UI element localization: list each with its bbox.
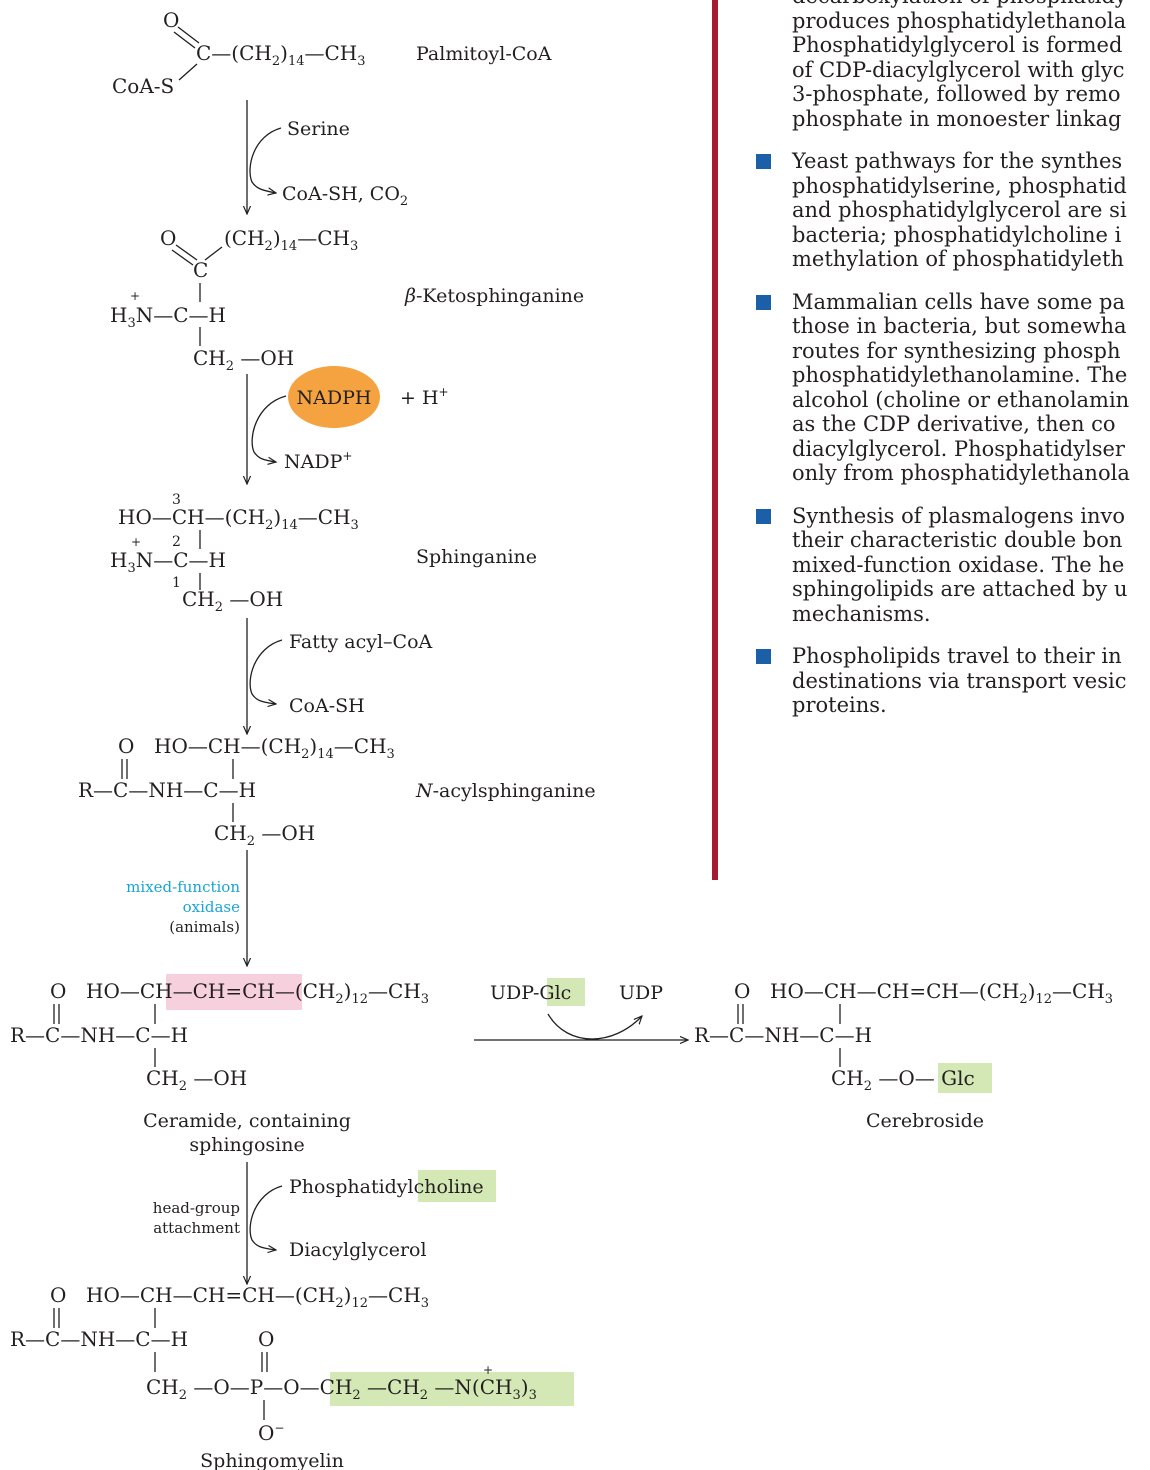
step3-product: CoA-SH [289, 695, 365, 717]
svg-text:HO—CH—CH=CH—(CH2)12—CH3: HO—CH—CH=CH—(CH2)12—CH3 [86, 1283, 429, 1311]
step4-enzyme-line2: oxidase [183, 898, 241, 916]
svg-text:CH2 —O—P—O—CH2 —CH2 —N(CH3)3: CH2 —O—P—O—CH2 —CH2 —N(CH3)3 [146, 1375, 537, 1403]
svg-text:C: C [193, 258, 208, 282]
step5-product: Diacylglycerol [289, 1239, 427, 1261]
svg-text:CH2 —OH: CH2 —OH [193, 346, 294, 374]
svg-text:R—C—NH—C—H: R—C—NH—C—H [78, 778, 256, 802]
sphinganine-structure: 3 HO—CH—(CH2)14—CH3 + 2 H3N—C—H 1 CH2 —O… [110, 492, 359, 615]
ketosphinganine-label: β-Ketosphinganine [404, 285, 584, 307]
step4-enzyme-note: (animals) [169, 918, 240, 936]
step3-reaction [247, 618, 283, 734]
bullet-square-icon [756, 294, 771, 310]
ketosphinganine-structure: O (CH2)14—CH3 C + H3N—C—H CH2 —OH [110, 226, 358, 374]
choline-highlight [418, 1170, 496, 1202]
svg-text:+: + [131, 535, 141, 549]
step5-substrate: Phosphatidylcholine [289, 1176, 484, 1198]
svg-text:O: O [118, 734, 134, 758]
svg-text:HO—CH—(CH2)14—CH3: HO—CH—(CH2)14—CH3 [118, 505, 359, 533]
svg-text:CH2 —OH: CH2 —OH [146, 1066, 247, 1094]
svg-text:CH2 —O— Glc: CH2 —O— Glc [831, 1066, 975, 1094]
svg-text:3: 3 [172, 492, 181, 508]
svg-text:2: 2 [172, 534, 181, 550]
bullet-square-icon [756, 508, 771, 524]
sphinganine-label: Sphinganine [416, 546, 537, 568]
svg-text:O: O [50, 979, 66, 1003]
summary-panel: decarboxylation of phosphatidy produces … [748, 0, 1150, 884]
sphingomyelin-label: Sphingomyelin [200, 1450, 344, 1470]
svg-text:CoA-S: CoA-S [112, 74, 174, 98]
step2-product: NADP+ [284, 449, 352, 473]
cerebroside-label: Cerebroside [866, 1110, 984, 1132]
summary-divider-rule [712, 0, 718, 880]
svg-text:(CH2)14—CH3: (CH2)14—CH3 [224, 226, 358, 254]
summary-list: decarboxylation of phosphatidy produces … [748, 0, 1150, 718]
step2-reaction [247, 374, 287, 484]
step5-enzyme-line2: attachment [153, 1219, 240, 1237]
summary-item: Phospholipids travel to their in destina… [748, 644, 1150, 718]
svg-text:1: 1 [172, 575, 181, 591]
palmitoyl-coa-structure: O C—(CH2)14—CH3 CoA-S [112, 8, 366, 98]
svg-text:R—C—NH—C—H: R—C—NH—C—H [10, 1023, 188, 1047]
summary-item-text: Phospholipids travel to their in destina… [792, 644, 1127, 717]
step1-product: CoA-SH, CO2 [282, 183, 408, 209]
glucose-donor: UDP-Glc [490, 982, 571, 1004]
nadph-label: NADPH [297, 387, 372, 409]
glycosylation-reaction [474, 978, 688, 1040]
step1-reaction [247, 100, 282, 214]
svg-text:HO—CH—CH=CH—(CH2)12—CH3: HO—CH—CH=CH—(CH2)12—CH3 [86, 979, 429, 1007]
svg-text:CH2 —OH: CH2 —OH [182, 587, 283, 615]
nadph-badge: NADPH [288, 366, 380, 428]
svg-text:HO—CH—CH=CH—(CH2)12—CH3: HO—CH—CH=CH—(CH2)12—CH3 [770, 979, 1113, 1007]
step5-reaction [247, 1162, 496, 1284]
svg-text:R—C—NH—C—H: R—C—NH—C—H [694, 1023, 872, 1047]
svg-text:+: + [130, 289, 140, 303]
svg-text:O: O [258, 1327, 274, 1351]
ceramide-structure: O HO—CH—CH=CH—(CH2)12—CH3 R—C—NH—C—H CH2… [10, 974, 429, 1094]
glucose-donor-byproduct: UDP [619, 982, 663, 1004]
svg-text:R—C—NH—C—H: R—C—NH—C—H [10, 1327, 188, 1351]
summary-item-text: Mammalian cells have some pa those in ba… [792, 289, 1130, 486]
sphingomyelin-structure: O HO—CH—CH=CH—(CH2)12—CH3 R—C—NH—C—H O +… [10, 1283, 574, 1445]
svg-text:+: + [483, 1363, 493, 1377]
svg-text:H3N—C—H: H3N—C—H [110, 303, 226, 331]
summary-item: Mammalian cells have some pa those in ba… [748, 290, 1150, 486]
svg-text:O: O [50, 1283, 66, 1307]
glc-highlight [547, 978, 585, 1006]
n-acylsphinganine-label: N-acylsphinganine [415, 780, 596, 802]
svg-text:HO—CH—(CH2)14—CH3: HO—CH—(CH2)14—CH3 [154, 734, 395, 762]
cerebroside-glc-highlight [938, 1063, 992, 1093]
cerebroside-structure: O HO—CH—CH=CH—(CH2)12—CH3 R—C—NH—C—H CH2… [694, 979, 1113, 1094]
step1-substrate: Serine [287, 118, 350, 140]
step2-cofactor-proton: + H+ [400, 385, 449, 409]
bullet-square-icon [756, 154, 771, 169]
summary-item: decarboxylation of phosphatidy produces … [748, 0, 1150, 131]
n-acylsphinganine-structure: O HO—CH—(CH2)14—CH3 R—C—NH—C—H CH2 —OH [78, 734, 395, 849]
palmitoyl-coa-label: Palmitoyl-CoA [416, 43, 552, 65]
step5-enzyme-line1: head-group [153, 1199, 240, 1217]
summary-item-text: Synthesis of plasmalogens invo their cha… [792, 503, 1128, 626]
svg-text:O: O [734, 979, 750, 1003]
ceramide-label-line1: Ceramide, containing [143, 1110, 351, 1132]
choline-head-group-highlight [330, 1372, 574, 1406]
summary-item: Synthesis of plasmalogens invo their cha… [748, 504, 1150, 627]
svg-text:CH2 —OH: CH2 —OH [214, 821, 315, 849]
double-bond-highlight [166, 974, 302, 1010]
svg-text:C—(CH2)14—CH3: C—(CH2)14—CH3 [196, 41, 366, 69]
bullet-square-icon [756, 649, 771, 664]
step3-substrate: Fatty acyl–CoA [289, 631, 433, 653]
step4-enzyme-line1: mixed-function [126, 878, 240, 896]
summary-item: Yeast pathways for the synthes phosphati… [748, 149, 1150, 272]
ceramide-label-line2: sphingosine [189, 1134, 304, 1156]
svg-text:O: O [160, 226, 176, 250]
summary-item-text: Yeast pathways for the synthes phosphati… [792, 149, 1127, 271]
svg-text:H3N—C—H: H3N—C—H [110, 548, 226, 576]
summary-item-text: decarboxylation of phosphatidy produces … [792, 0, 1127, 131]
svg-text:O−: O− [258, 1421, 284, 1445]
svg-text:O: O [163, 8, 179, 32]
